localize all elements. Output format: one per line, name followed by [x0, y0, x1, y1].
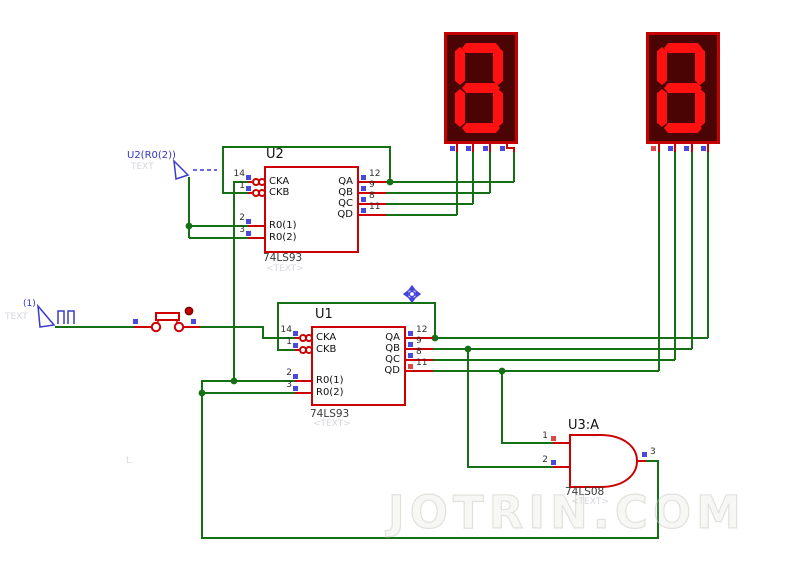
u1-pin-qc: QC	[385, 354, 400, 365]
u1-part: 74LS93	[310, 408, 350, 420]
segment-b	[493, 47, 503, 85]
seven-segment-display-1	[444, 32, 518, 144]
u1-text-placeholder: <TEXT>	[313, 419, 351, 429]
u3-part: 74LS08	[565, 486, 605, 498]
junction-dots	[185, 178, 506, 397]
segment-b	[695, 47, 705, 85]
wire-u2-qa-feedback-to-ckb	[222, 146, 391, 194]
segment-g	[462, 83, 500, 93]
node-markers-red	[408, 146, 656, 441]
u2-pin-r01: R0(1)	[269, 220, 297, 231]
clock-generator-ref: (1)	[23, 299, 36, 309]
segment-d	[664, 123, 702, 133]
u3-pinnum-3: 3	[650, 447, 656, 457]
u1-ref: U1	[315, 307, 333, 322]
u1-pin-r01: R0(1)	[316, 375, 344, 386]
u3-ref: U3:A	[568, 418, 600, 433]
push-button-symbol	[134, 306, 200, 333]
terminal-net-label: U2(R0(2))	[127, 150, 176, 161]
wire-u1-qa-feedback-to-ckb	[277, 302, 436, 351]
node-markers-blue	[133, 146, 706, 465]
clock-waveform-icon	[57, 310, 75, 324]
u1-pin-qd: QD	[384, 365, 400, 376]
u3-pinnum-2: 2	[542, 455, 548, 465]
wire-u1-qd-to-and-in1	[501, 371, 553, 444]
u1-pin-ckb: CKB	[316, 344, 337, 355]
segment-e	[657, 89, 667, 127]
wire-u1-qd-to-display2	[433, 152, 660, 372]
u3-text-placeholder: <TEXT>	[571, 497, 609, 507]
u1-pinnum-11: 11	[416, 358, 428, 368]
clock-ghost-text: TEXT	[5, 312, 28, 322]
segment-c	[695, 89, 705, 127]
wire-u2-qc-to-display1	[386, 152, 474, 205]
wire-u1-qa-to-display2	[433, 152, 709, 339]
segment-a	[664, 43, 702, 53]
u2-text-placeholder: <TEXT>	[266, 264, 304, 274]
u1-pin-r02: R0(2)	[316, 387, 344, 398]
u2-pinnum-1: 1	[239, 181, 245, 191]
display1-pins	[456, 144, 515, 152]
seven-segment-display-2	[646, 32, 720, 144]
stray-ghost-mark: L.	[126, 456, 134, 466]
blue-symbols	[37, 158, 217, 328]
segment-g	[664, 83, 702, 93]
u2-pin-qc: QC	[338, 198, 353, 209]
wire-u2-qd-to-display1	[386, 152, 458, 216]
u2-pin-cka: CKA	[269, 176, 290, 187]
button-actuator	[184, 306, 194, 316]
segment-d	[462, 123, 500, 133]
wire-u2-qb-to-display1	[386, 152, 491, 194]
wire-u1-qc-to-display2	[433, 152, 676, 361]
u1-pinnum-3: 3	[286, 380, 292, 390]
u1-pinnum-2: 2	[286, 368, 292, 378]
segment-c	[493, 89, 503, 127]
u2-pinnum-3: 3	[239, 225, 245, 235]
u2-pin-r02: R0(2)	[269, 232, 297, 243]
segment-a	[462, 43, 500, 53]
u2-chip-symbol	[248, 166, 386, 253]
u3-and-gate-symbol	[553, 434, 646, 488]
u1-pinnum-12: 12	[416, 325, 428, 335]
u2-pin-ckb: CKB	[269, 187, 290, 198]
u2-ref: U2	[266, 147, 284, 162]
u2-pinnum-12: 12	[369, 169, 381, 179]
wire-u1-qb-to-display2	[433, 152, 693, 350]
wire-u1-qb-to-and-in2	[467, 349, 553, 468]
u1-pin-qb: QB	[385, 343, 400, 354]
u2-pin-qa: QA	[338, 176, 353, 187]
wires	[55, 146, 709, 539]
wire-u2-cka-to-u1-reset	[233, 181, 248, 381]
move-crosshair-icon	[402, 284, 422, 304]
u1-pinnum-9: 9	[416, 336, 422, 346]
segment-e	[455, 89, 465, 127]
u2-pinnum-8: 8	[369, 191, 375, 201]
display2-pins	[658, 144, 709, 152]
segment-f	[455, 47, 465, 85]
u1-chip-symbol	[295, 326, 433, 406]
u1-pinnum-1: 1	[286, 337, 292, 347]
u1-pinnum-14: 14	[280, 325, 292, 335]
u2-part: 74LS93	[263, 252, 303, 264]
terminal-triangle-icon	[173, 158, 190, 181]
u2-pin-qb: QB	[338, 187, 353, 198]
u1-pin-qa: QA	[385, 332, 400, 343]
wire-and-out-to-u1-reset	[201, 393, 659, 539]
segment-f	[657, 47, 667, 85]
site-watermark: JOTRIN.COM	[387, 485, 746, 539]
u3-pinnum-1: 1	[542, 431, 548, 441]
u1-pin-cka: CKA	[316, 332, 337, 343]
u2-pinnum-11: 11	[369, 202, 381, 212]
u2-pinnum-9: 9	[369, 180, 375, 190]
u1-pinnum-8: 8	[416, 347, 422, 357]
clock-generator-triangle-icon	[37, 303, 56, 328]
wire-u2-qa-to-display1	[386, 152, 515, 183]
u2-pinnum-14: 14	[233, 169, 245, 179]
terminal-ghost-text: TEXT	[131, 162, 154, 172]
u2-pin-qd: QD	[337, 209, 353, 220]
u2-pinnum-2: 2	[239, 213, 245, 223]
wire-u1-reset-rows	[201, 380, 295, 394]
